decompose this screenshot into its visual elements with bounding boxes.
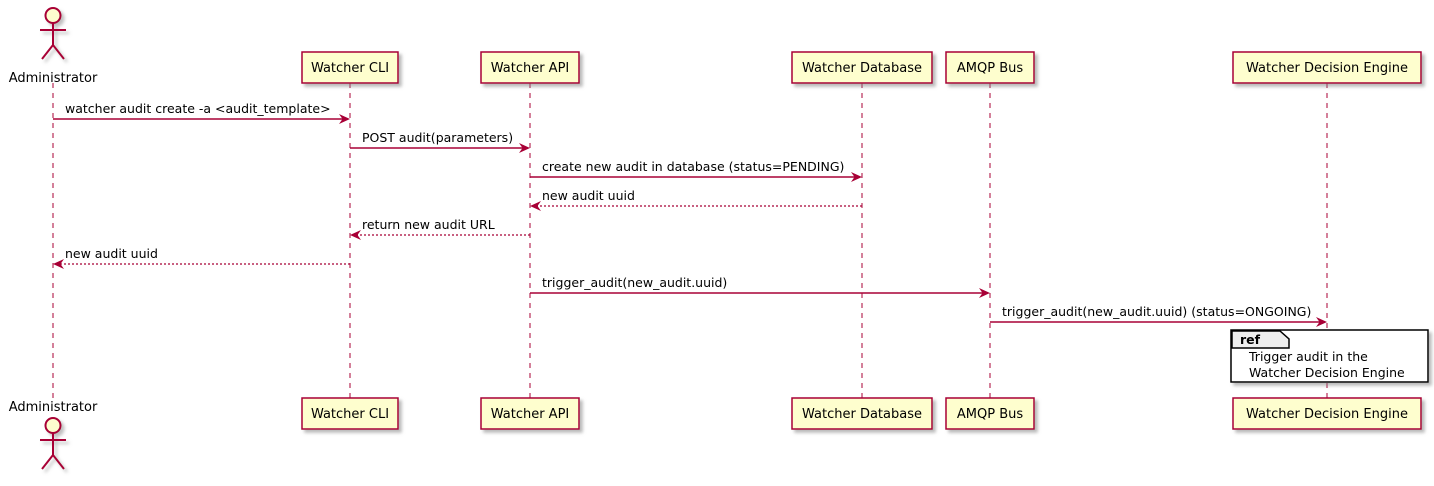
actor-leg-left-icon bbox=[41, 454, 54, 470]
message-arrowhead-1 bbox=[339, 114, 350, 124]
ref-fragment-line-2: Watcher Decision Engine bbox=[1249, 365, 1405, 380]
participant-watcher-api-top[interactable]: Watcher API bbox=[480, 51, 580, 84]
message-label-2: POST audit(parameters) bbox=[362, 130, 513, 145]
participant-label-watcher-api: Watcher API bbox=[491, 407, 570, 422]
top-participants-layer: Watcher CLI Watcher API Watcher Database AM… bbox=[301, 51, 1422, 84]
message-label-8: trigger_audit(new_audit.uuid) (status=ON… bbox=[1002, 304, 1311, 319]
participant-label-amqp-bus: AMQP Bus bbox=[957, 61, 1023, 76]
participant-watcher-database-bottom[interactable]: Watcher Database bbox=[791, 397, 933, 430]
participant-box-watcher-decision-engine bbox=[1232, 397, 1422, 430]
participant-label-watcher-decision-engine: Watcher Decision Engine bbox=[1246, 61, 1408, 76]
actor-administrator-bottom[interactable] bbox=[40, 417, 66, 470]
participant-box-amqp-bus bbox=[945, 51, 1035, 84]
participant-amqp-bus-top[interactable]: AMQP Bus bbox=[945, 51, 1035, 84]
message-label-7: trigger_audit(new_audit.uuid) bbox=[542, 275, 727, 290]
message-arrowhead-6 bbox=[53, 259, 64, 269]
participant-label-watcher-cli: Watcher CLI bbox=[311, 61, 389, 76]
message-5-watcher-api-to-watcher-cli[interactable]: return new audit URL bbox=[350, 217, 530, 240]
participant-amqp-bus-bottom[interactable]: AMQP Bus bbox=[945, 397, 1035, 430]
message-arrowhead-2 bbox=[519, 143, 530, 153]
message-6-watcher-cli-to-administrator[interactable]: new audit uuid bbox=[53, 246, 350, 269]
participant-watcher-cli-bottom[interactable]: Watcher CLI bbox=[301, 397, 399, 430]
participant-box-watcher-cli bbox=[301, 397, 399, 430]
ref-fragment-operator-label: ref bbox=[1240, 332, 1261, 347]
message-arrowhead-5 bbox=[350, 230, 361, 240]
bottom-participants-layer: Watcher CLI Watcher API Watcher Database AM… bbox=[301, 397, 1422, 430]
message-2-watcher-cli-to-watcher-api[interactable]: POST audit(parameters) bbox=[350, 130, 530, 153]
ref-fragment-tab bbox=[1231, 330, 1290, 349]
participant-watcher-api-bottom[interactable]: Watcher API bbox=[480, 397, 580, 430]
participant-label-amqp-bus: AMQP Bus bbox=[957, 407, 1023, 422]
participant-label-watcher-decision-engine: Watcher Decision Engine bbox=[1246, 407, 1408, 422]
participant-box-watcher-database bbox=[791, 51, 933, 84]
participant-label-watcher-api: Watcher API bbox=[491, 61, 570, 76]
participant-watcher-decision-engine-bottom[interactable]: Watcher Decision Engine bbox=[1232, 397, 1422, 430]
participant-label-watcher-database: Watcher Database bbox=[802, 407, 922, 422]
message-8-amqp-bus-to-watcher-decision-engine[interactable]: trigger_audit(new_audit.uuid) (status=ON… bbox=[990, 304, 1327, 327]
participant-box-watcher-api bbox=[480, 51, 580, 84]
lifelines-layer bbox=[52, 83, 1328, 398]
participant-watcher-cli-top[interactable]: Watcher CLI bbox=[301, 51, 399, 84]
participant-box-watcher-database bbox=[791, 397, 933, 430]
ref-fragment-line-1: Trigger audit in the bbox=[1248, 349, 1368, 364]
actor-label-administrator: Administrator bbox=[9, 71, 98, 86]
message-4-watcher-database-to-watcher-api[interactable]: new audit uuid bbox=[530, 188, 862, 211]
participant-box-watcher-cli bbox=[301, 51, 399, 84]
participant-box-amqp-bus bbox=[945, 397, 1035, 430]
actor-leg-right-icon bbox=[52, 44, 65, 60]
message-label-5: return new audit URL bbox=[362, 217, 495, 232]
message-1-administrator-to-watcher-cli[interactable]: watcher audit create -a <audit_template> bbox=[53, 101, 350, 124]
message-arrowhead-8 bbox=[1316, 317, 1327, 327]
actor-leg-right-icon bbox=[52, 454, 65, 470]
message-label-4: new audit uuid bbox=[542, 188, 635, 203]
participant-label-watcher-cli: Watcher CLI bbox=[311, 407, 389, 422]
message-label-1: watcher audit create -a <audit_template> bbox=[65, 101, 331, 116]
participant-label-watcher-database: Watcher Database bbox=[802, 61, 922, 76]
actor-administrator-top[interactable] bbox=[40, 7, 66, 60]
participant-watcher-database-top[interactable]: Watcher Database bbox=[791, 51, 933, 84]
actor-head-icon bbox=[44, 7, 62, 24]
message-arrowhead-3 bbox=[851, 172, 862, 182]
actor-leg-left-icon bbox=[41, 44, 54, 60]
actor-head-icon bbox=[44, 417, 62, 434]
message-label-3: create new audit in database (status=PEN… bbox=[542, 159, 844, 174]
participant-box-watcher-decision-engine bbox=[1232, 51, 1422, 84]
actor-label-administrator: Administrator bbox=[9, 400, 98, 415]
message-label-6: new audit uuid bbox=[65, 246, 158, 261]
participant-watcher-decision-engine-top[interactable]: Watcher Decision Engine bbox=[1232, 51, 1422, 84]
message-arrowhead-7 bbox=[979, 288, 990, 298]
messages-layer: watcher audit create -a <audit_template>… bbox=[53, 101, 1327, 327]
message-7-watcher-api-to-amqp-bus[interactable]: trigger_audit(new_audit.uuid) bbox=[530, 275, 990, 298]
message-arrowhead-4 bbox=[530, 201, 541, 211]
participant-box-watcher-api bbox=[480, 397, 580, 430]
message-3-watcher-api-to-watcher-database[interactable]: create new audit in database (status=PEN… bbox=[530, 159, 862, 182]
